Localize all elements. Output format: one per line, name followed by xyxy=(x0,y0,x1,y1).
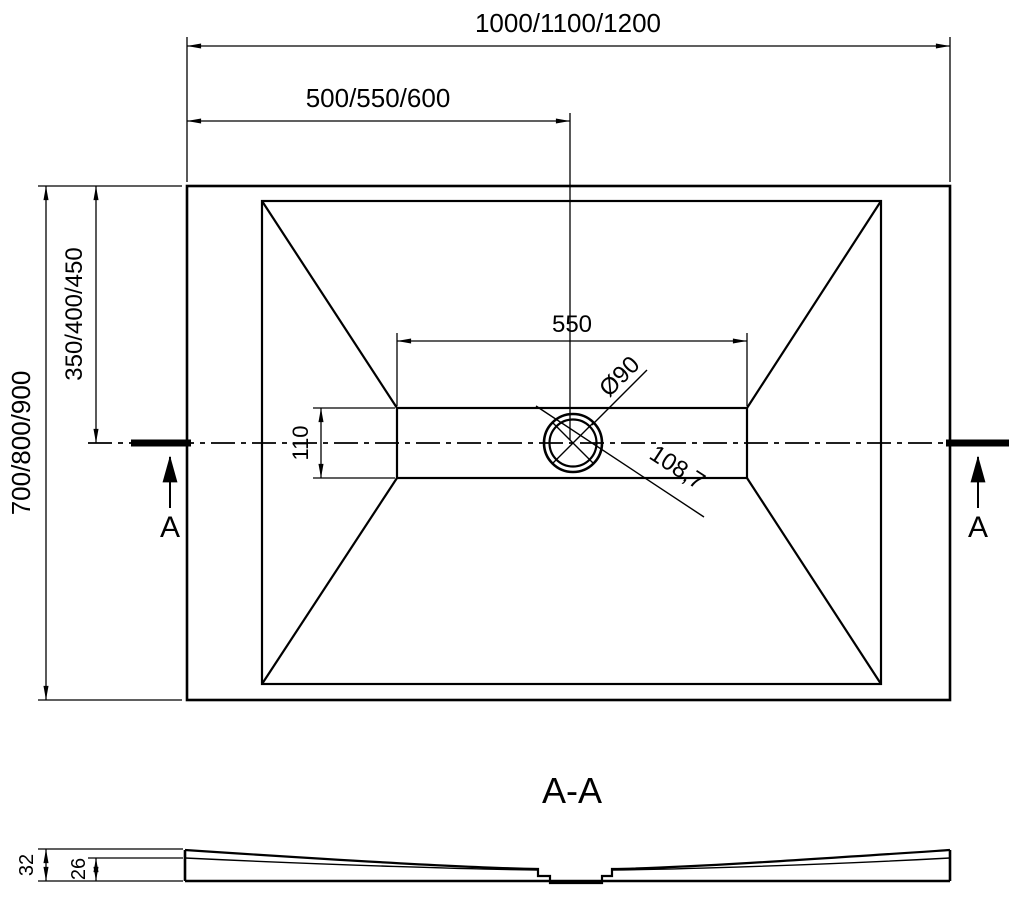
dimension-lines xyxy=(38,37,951,701)
leader-drain-distance xyxy=(535,405,705,518)
dim-overall-depth-label: 700/800/900 xyxy=(6,371,36,516)
section-top-surface xyxy=(184,848,951,885)
dim-drain-distance-label: 108,7 xyxy=(645,440,710,495)
leader-drain-diameter xyxy=(591,369,648,426)
section-view: A-A 32 26 xyxy=(16,770,952,885)
dimension-labels: 1000/1100/1200 500/550/600 700/800/900 3… xyxy=(6,8,988,544)
slope-diagonal-top-left xyxy=(261,200,398,409)
slope-diagonal-bottom-left xyxy=(261,477,398,685)
dim-flat-depth-label: 110 xyxy=(288,425,313,460)
dim-center-depth-label: 350/400/450 xyxy=(61,247,88,380)
section-cut-line xyxy=(88,439,1009,508)
dim-drain-diameter-label: Ø90 xyxy=(594,351,645,402)
section-marker-right-label: A xyxy=(968,511,988,544)
section-inner-surface xyxy=(184,857,951,871)
dim-edge-height-label: 32 xyxy=(16,854,38,876)
slope-diagonal-bottom-right xyxy=(746,477,882,685)
dim-inner-height-label: 26 xyxy=(68,858,90,880)
dim-flat-width-label: 550 xyxy=(552,311,592,338)
section-marker-left-label: A xyxy=(160,511,180,544)
section-title: A-A xyxy=(542,770,602,811)
dim-center-width-label: 500/550/600 xyxy=(306,83,451,113)
slope-diagonal-top-right xyxy=(746,200,882,409)
dim-overall-width-label: 1000/1100/1200 xyxy=(475,8,661,38)
